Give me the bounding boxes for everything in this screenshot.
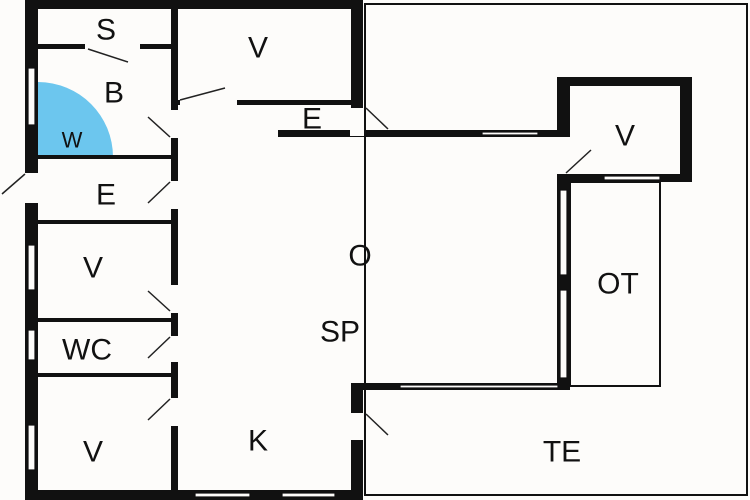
- wall-wc-v: [38, 373, 171, 377]
- wall-kitchen-right: [351, 383, 363, 500]
- wall-bottom: [25, 490, 363, 500]
- terrace-outline: [364, 3, 748, 496]
- wardrobe-area: [38, 82, 113, 157]
- ot-outline: [569, 181, 661, 387]
- door-swings: [1, 48, 592, 436]
- room-label-e-hall: E: [302, 103, 322, 136]
- room-label-o: O: [348, 240, 371, 273]
- wall-v-top: [557, 77, 692, 86]
- wall-upper-right: [351, 0, 363, 108]
- room-labels: S V B W E E V O SP V OT WC V K TE: [62, 14, 639, 469]
- wall-e-v: [38, 220, 171, 224]
- room-label-s: S: [96, 14, 116, 47]
- room-label-k: K: [248, 425, 268, 458]
- wall-v-wc: [38, 318, 171, 322]
- wall-v-right: [680, 77, 692, 182]
- room-label-v-upper: V: [248, 32, 268, 65]
- room-label-v-right: V: [615, 120, 635, 153]
- room-label-w: W: [62, 128, 83, 153]
- room-label-te: TE: [543, 436, 581, 469]
- wall-v-left: [557, 77, 570, 137]
- wall-inner: [171, 0, 178, 500]
- room-label-wc: WC: [62, 334, 112, 367]
- wall-b-e: [38, 155, 171, 159]
- wall-hall-bottom: [278, 130, 570, 137]
- room-label-b: B: [104, 77, 124, 110]
- room-label-v-mid: V: [83, 252, 103, 285]
- openings: [24, 43, 661, 498]
- room-label-v-lower: V: [83, 436, 103, 469]
- room-label-e-left: E: [96, 179, 116, 212]
- room-label-sp: SP: [320, 316, 360, 349]
- wall-upper-v-bottom: [178, 100, 351, 105]
- room-label-ot: OT: [597, 268, 639, 301]
- wall-top: [25, 0, 363, 9]
